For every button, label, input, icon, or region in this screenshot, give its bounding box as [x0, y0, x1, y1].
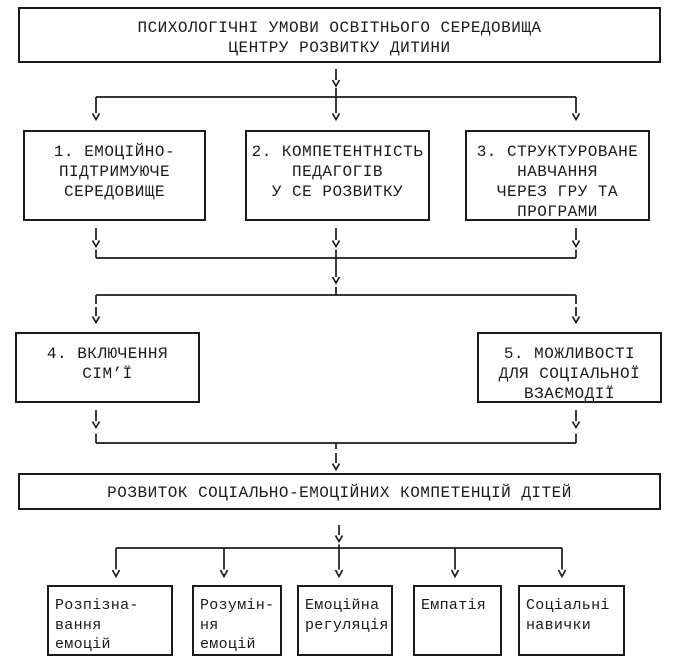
condition-box-2: 2. КОМПЕТЕНТНІСТЬ ПЕДАГОГІВ У СЕ РОЗВИТК…	[245, 130, 430, 221]
connector-family-social-to-outcome	[91, 410, 581, 472]
condition-box-line: ПЕДАГОГІВ	[292, 163, 383, 181]
competency-box-line: Розумін-	[200, 597, 275, 614]
outcome-box: РОЗВИТОК СОЦІАЛЬНО-ЕМОЦІЙНИХ КОМПЕТЕНЦІЙ…	[18, 473, 661, 510]
connector-outcome-to-competencies	[111, 525, 567, 579]
competency-box-5: Соціальні навички	[518, 585, 625, 656]
condition-box-line: ВЗАЄМОДІЇ	[524, 385, 615, 403]
condition-box-line: 4. ВКЛЮЧЕННЯ	[46, 345, 169, 363]
competency-box-line: Емпатія	[421, 597, 487, 614]
condition-box-line: ЧЕРЕЗ ГРУ ТА	[496, 183, 619, 201]
condition-box-line: 5. МОЖЛИВОСТІ	[503, 345, 636, 363]
condition-box-line: ДЛЯ СОЦІАЛЬНОЇ	[498, 365, 641, 383]
competency-box-2: Розумін- ня емоцій	[192, 585, 282, 656]
condition-box-line: НАВЧАННЯ	[517, 163, 598, 181]
competency-box-line: ня	[200, 616, 219, 634]
competency-box-3: Емоційна регуляція	[297, 585, 393, 656]
connector-root-to-conditions	[91, 69, 581, 122]
competency-box-line: Соціальні	[526, 597, 610, 614]
competency-box-line: навички	[526, 616, 592, 634]
competency-box-line: вання	[55, 616, 102, 634]
condition-box-line: У СЕ РОЗВИТКУ	[271, 183, 404, 201]
condition-box-3: 3. СТРУКТУРОВАНЕ НАВЧАННЯ ЧЕРЕЗ ГРУ ТА П…	[465, 130, 650, 221]
connector-conditions-to-family-social	[91, 228, 581, 325]
condition-box-line: СЕРЕДОВИЩЕ	[63, 183, 165, 201]
condition-box-line: СІМ’Ї	[82, 365, 133, 383]
competency-box-1: Розпізна- вання емоцій	[47, 585, 173, 656]
competency-box-line: емоцій	[55, 636, 111, 653]
condition-box-line: ПРОГРАМИ	[517, 203, 598, 221]
competency-box-line: Розпізна-	[55, 597, 139, 614]
condition-box-5: 5. МОЖЛИВОСТІ ДЛЯ СОЦІАЛЬНОЇ ВЗАЄМОДІЇ	[477, 332, 662, 403]
competency-box-line: Емоційна	[305, 597, 380, 614]
root-box: ПСИХОЛОГІЧНІ УМОВИ ОСВІТНЬОГО СЕРЕДОВИЩА…	[18, 7, 661, 63]
condition-box-1: 1. ЕМОЦІЙНО- ПІДТРИМУЮЧЕ СЕРЕДОВИЩЕ	[23, 130, 206, 221]
condition-box-4: 4. ВКЛЮЧЕННЯ СІМ’Ї	[15, 332, 200, 403]
condition-box-line: 1. ЕМОЦІЙНО-	[53, 143, 176, 161]
outcome-box-line: РОЗВИТОК СОЦІАЛЬНО-ЕМОЦІЙНИХ КОМПЕТЕНЦІЙ…	[107, 484, 572, 502]
condition-box-line: ПІДТРИМУЮЧЕ	[58, 163, 171, 181]
competency-box-line: емоцій	[200, 636, 256, 653]
condition-box-line: 2. КОМПЕТЕНТНІСТЬ	[251, 143, 424, 161]
root-box-line: ПСИХОЛОГІЧНІ УМОВИ ОСВІТНЬОГО СЕРЕДОВИЩА	[137, 19, 542, 37]
condition-box-line: 3. СТРУКТУРОВАНЕ	[476, 143, 639, 161]
root-box-line: ЦЕНТРУ РОЗВИТКУ ДИТИНИ	[228, 39, 451, 57]
competency-box-4: Емпатія	[413, 585, 502, 656]
competency-box-line: регуляція	[305, 616, 389, 634]
